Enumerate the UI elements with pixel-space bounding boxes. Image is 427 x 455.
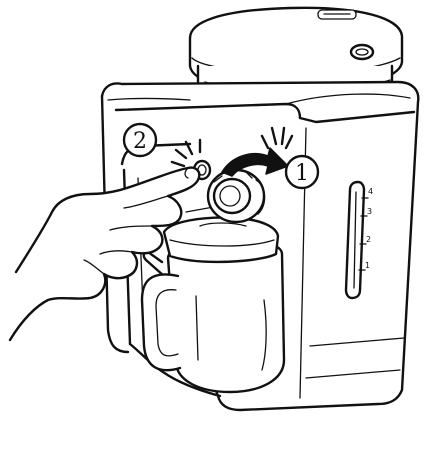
coffee-carafe [142,204,284,392]
step-2-badge: 2 [124,124,156,156]
lid-release-button [351,45,373,59]
water-scale-mark-4: 4 [368,187,373,196]
lid-latch [318,10,356,19]
step-2-number: 2 [133,129,147,154]
water-scale-mark-1: 1 [365,261,370,270]
step-1-badge: 1 [286,156,318,188]
step-1-number: 1 [295,161,309,186]
rotary-dial [208,170,265,222]
water-scale-mark-2: 2 [366,235,371,244]
water-scale-mark-3: 3 [367,207,372,216]
